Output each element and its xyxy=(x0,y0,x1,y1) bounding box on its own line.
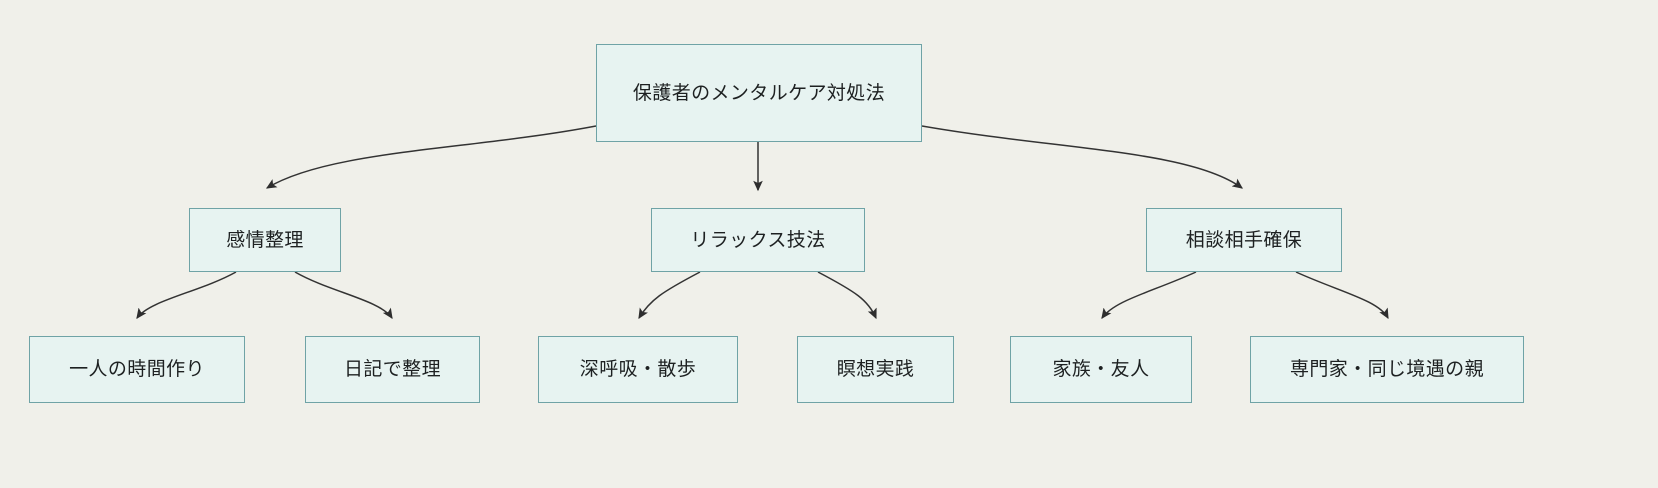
edge-branch-2-to-leaf-2-1 xyxy=(638,271,701,320)
edge-branch-3-to-leaf-3-1 xyxy=(1101,271,1197,319)
edge-root-to-branch-3 xyxy=(921,125,1243,189)
node-leaf-2-2-label: 瞑想実践 xyxy=(836,358,915,381)
node-leaf-1-2[interactable]: 日記で整理 xyxy=(305,336,480,403)
edge-branch-3-to-leaf-3-2 xyxy=(1295,271,1389,320)
node-leaf-1-1-label: 一人の時間作り xyxy=(69,358,205,381)
edge-root-to-branch-1 xyxy=(265,125,597,189)
node-leaf-1-1[interactable]: 一人の時間作り xyxy=(29,336,245,403)
node-root-label: 保護者のメンタルケア対処法 xyxy=(632,81,886,104)
node-leaf-3-2-label: 専門家・同じ境遇の親 xyxy=(1289,358,1484,381)
node-branch-2-label: リラックス技法 xyxy=(690,228,826,251)
node-leaf-2-2[interactable]: 瞑想実践 xyxy=(797,336,954,403)
node-leaf-2-1[interactable]: 深呼吸・散歩 xyxy=(538,336,738,403)
node-leaf-3-2[interactable]: 専門家・同じ境遇の親 xyxy=(1250,336,1524,403)
node-leaf-2-1-label: 深呼吸・散歩 xyxy=(579,358,697,381)
edge-branch-2-to-leaf-2-2 xyxy=(817,271,877,320)
node-branch-2[interactable]: リラックス技法 xyxy=(651,208,865,272)
node-branch-1[interactable]: 感情整理 xyxy=(189,208,341,272)
node-branch-3[interactable]: 相談相手確保 xyxy=(1146,208,1342,272)
node-leaf-1-2-label: 日記で整理 xyxy=(343,358,441,381)
node-leaf-3-1-label: 家族・友人 xyxy=(1052,358,1150,381)
node-branch-1-label: 感情整理 xyxy=(226,228,304,251)
edge-branch-1-to-leaf-1-1 xyxy=(136,271,237,319)
edge-branch-1-to-leaf-1-2 xyxy=(294,271,393,319)
node-branch-3-label: 相談相手確保 xyxy=(1185,228,1303,251)
node-root[interactable]: 保護者のメンタルケア対処法 xyxy=(596,44,922,142)
node-leaf-3-1[interactable]: 家族・友人 xyxy=(1010,336,1192,403)
